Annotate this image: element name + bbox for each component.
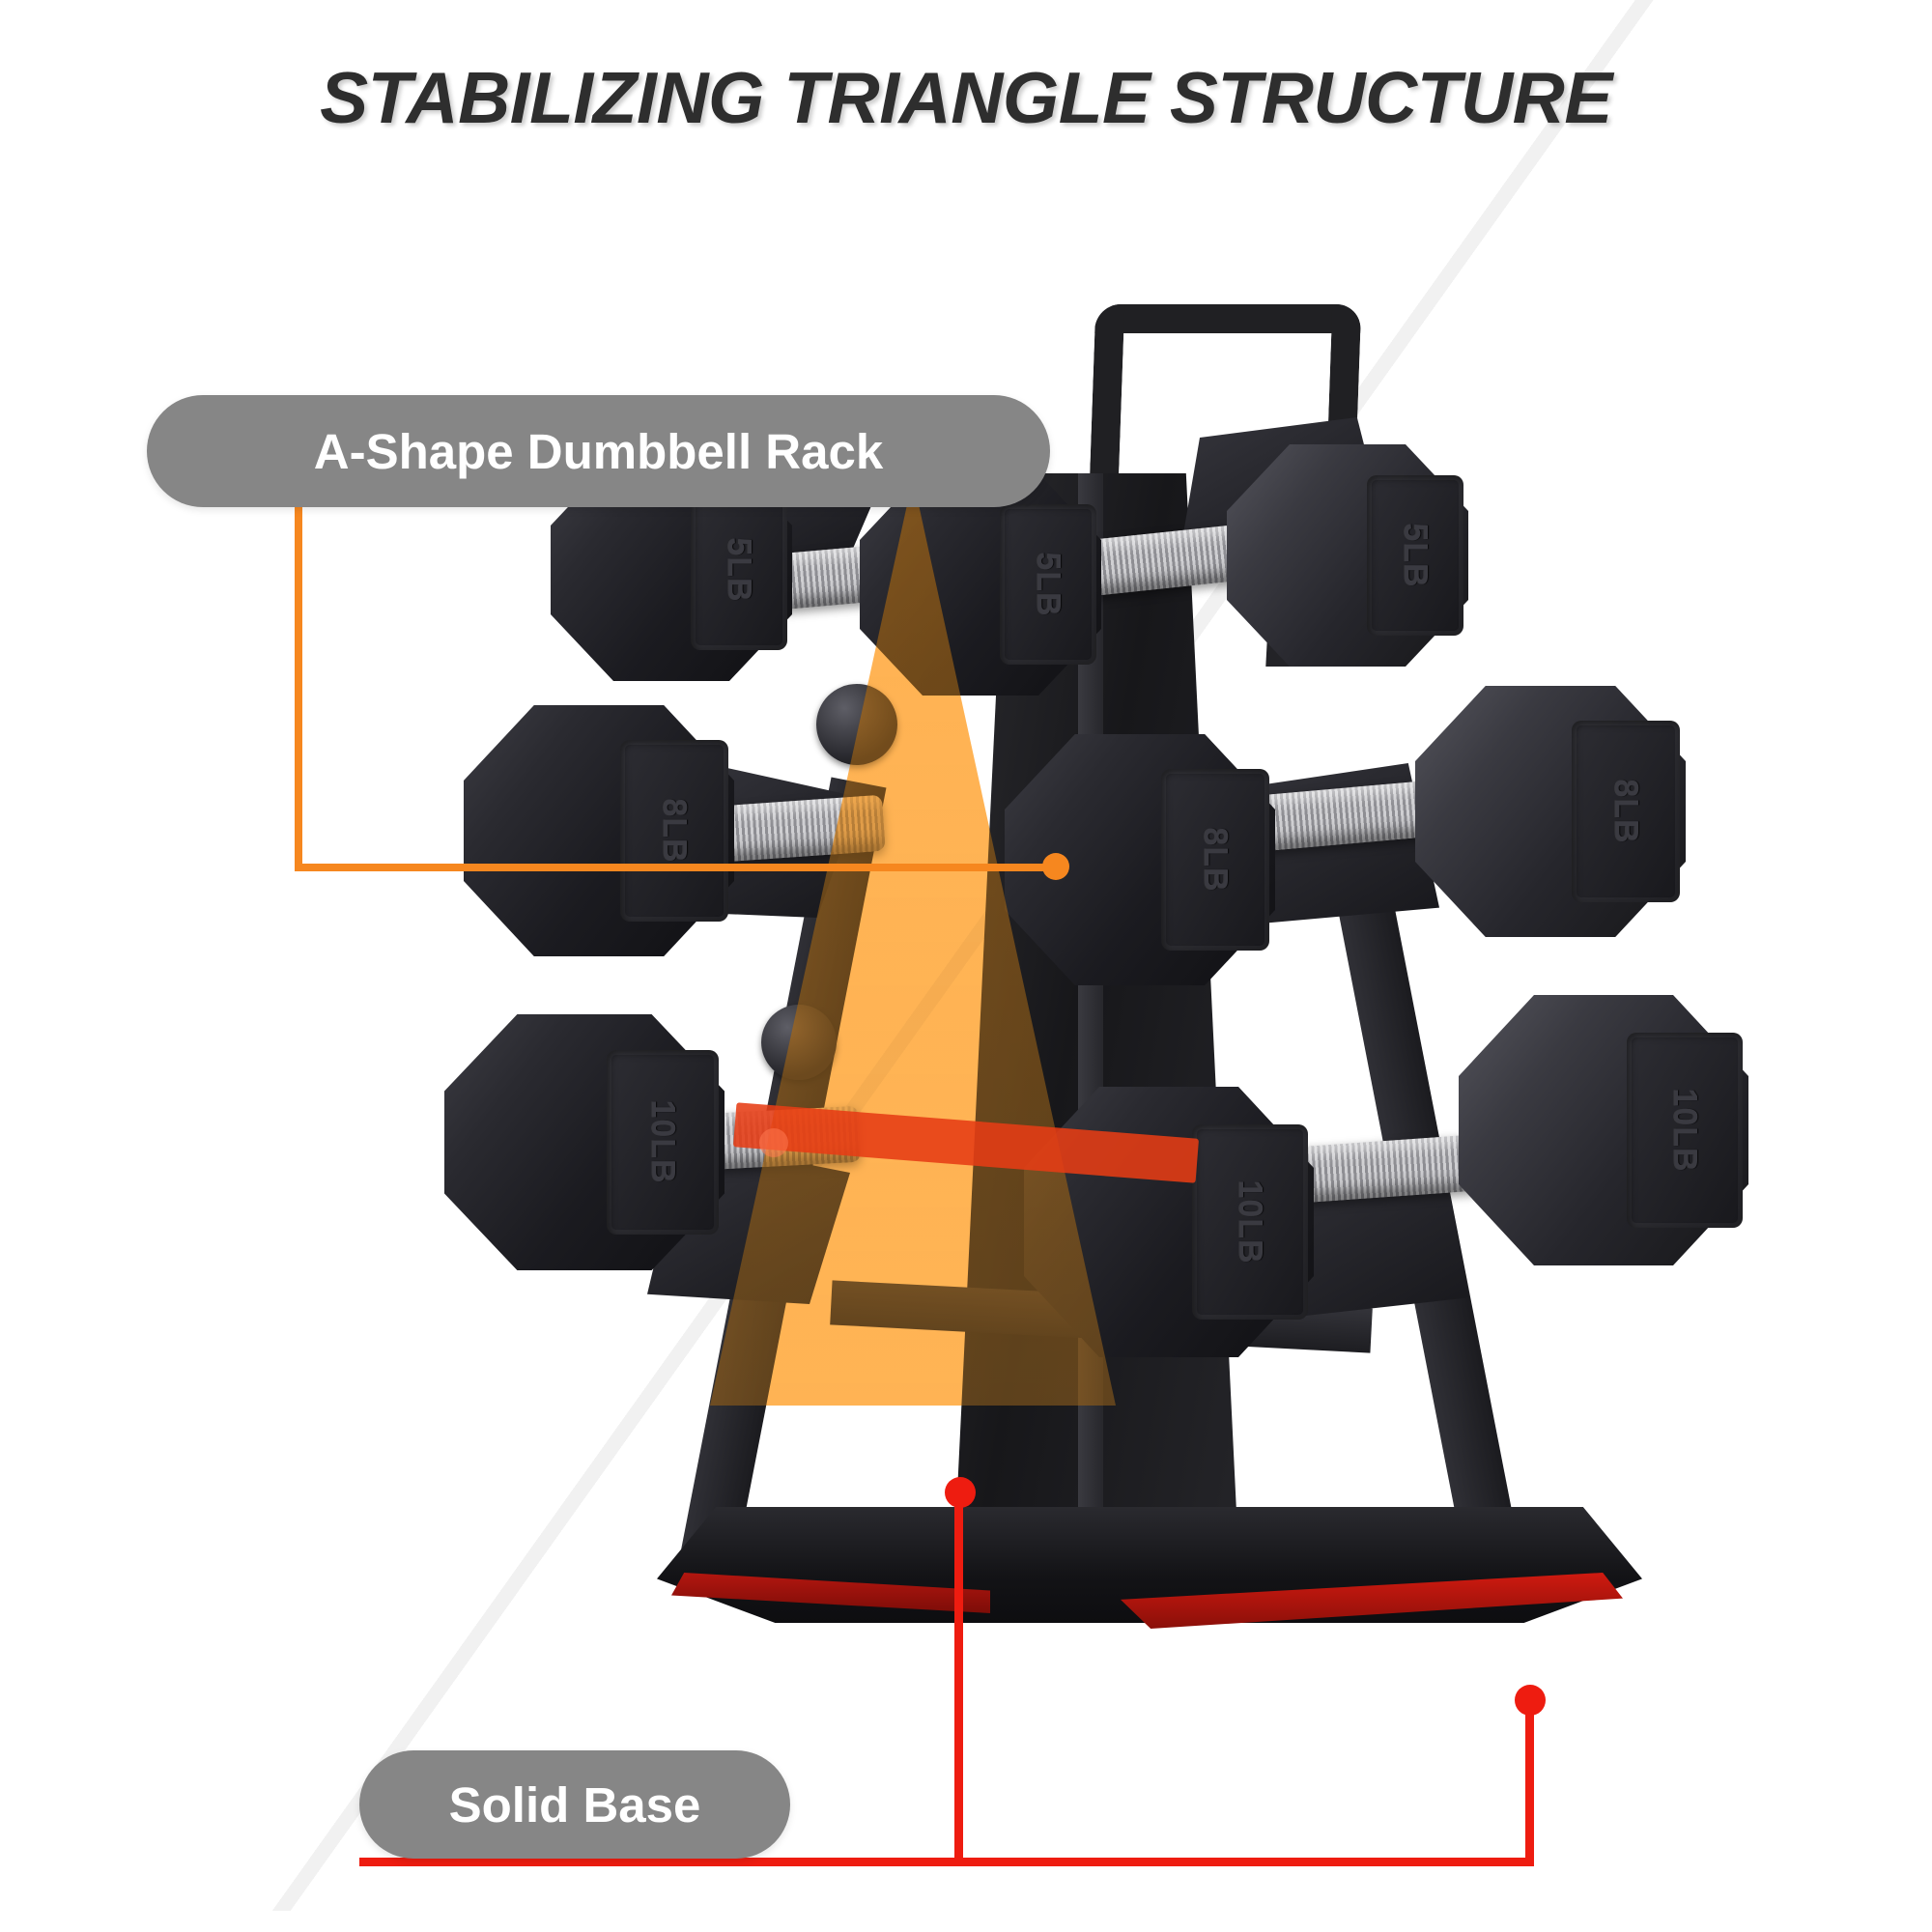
callout-pill-label: A-Shape Dumbbell Rack [313, 423, 884, 479]
background-bottom-margin [0, 1911, 1932, 1932]
dumbbell-bottom-right: 10LB [1459, 995, 1748, 1265]
dumbbell-bottom-left: 10LB [444, 1014, 724, 1270]
dumbbell-weight-plate: 10LB [607, 1050, 720, 1235]
dumbbell-weight-plate: 10LB [1192, 1124, 1308, 1320]
product-photo: 5LB 5LB 5LB [444, 304, 1893, 1826]
dumbbell-weight-plate: 8LB [1572, 721, 1681, 902]
dumbbell-weight-plate: 8LB [1161, 769, 1270, 951]
dumbbell-weight-label: 10LB [1666, 1088, 1704, 1173]
callout-connector-horizontal-orange [295, 864, 1058, 871]
dumbbell-weight-label: 8LB [1607, 779, 1645, 844]
callout-anchor-dot-orange [1042, 853, 1069, 880]
dumbbell-weight-plate: 5LB [1000, 504, 1096, 665]
dumbbell-weight-plate: 5LB [1367, 475, 1463, 636]
callout-pill-a-shape-rack[interactable]: A-Shape Dumbbell Rack [147, 395, 1050, 507]
callout-anchor-dot-red-left [945, 1477, 976, 1508]
dumbbell-weight-label: 5LB [1397, 523, 1435, 588]
dumbbell-weight-plate: 8LB [620, 740, 729, 922]
dumbbell-weight-plate: 10LB [1627, 1033, 1743, 1228]
dumbbell-rack: 5LB 5LB 5LB [444, 304, 1893, 1826]
callout-pill-solid-base[interactable]: Solid Base [359, 1750, 790, 1859]
dumbbell-weight-label: 5LB [1030, 552, 1067, 617]
dumbbell-weight-plate: 5LB [691, 490, 787, 650]
callout-connector-vertical-red-left [954, 1492, 963, 1865]
dumbbell-middle-left: 8LB [464, 705, 734, 956]
dumbbell-weight-label: 8LB [1197, 827, 1235, 893]
dumbbell-weight-label: 10LB [1232, 1179, 1269, 1264]
dumbbell-weight-label: 5LB [721, 537, 758, 603]
callout-connector-horizontal-red [359, 1858, 1534, 1866]
callout-connector-vertical-red-right [1525, 1702, 1534, 1861]
rack-knob-upper [816, 684, 897, 765]
dumbbell-middle-right: 8LB [1415, 686, 1686, 937]
rack-knob-lower [761, 1005, 837, 1080]
background-right-margin [1891, 0, 1932, 1932]
callout-anchor-dot-red-right [1515, 1685, 1546, 1716]
dumbbell-weight-label: 8LB [656, 798, 694, 864]
callout-pill-label: Solid Base [448, 1776, 701, 1833]
callout-connector-vertical-orange [295, 502, 302, 871]
page-title: STABILIZING TRIANGLE STRUCTURE [320, 57, 1612, 138]
dumbbell-weight-label: 10LB [644, 1099, 682, 1185]
dumbbell-top-right: 5LB [1227, 444, 1468, 667]
dumbbell-bottom-center: 10LB [1024, 1087, 1314, 1357]
